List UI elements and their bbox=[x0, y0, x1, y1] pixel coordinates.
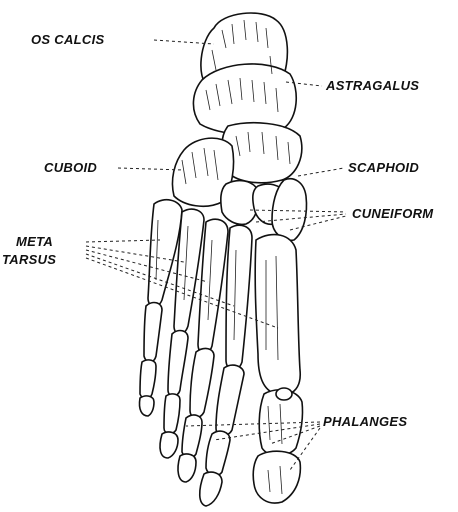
phalanges-label: PHALANGES bbox=[323, 414, 407, 429]
toe-4-phalanx-proximal bbox=[168, 331, 188, 396]
cuneiform-label: CUNEIFORM bbox=[352, 206, 434, 221]
toe-3-phalanx-middle bbox=[182, 415, 202, 458]
toe-3-phalanx-distal bbox=[178, 454, 196, 482]
toe-4-phalanx-distal bbox=[160, 432, 178, 458]
scaphoid-leader bbox=[298, 168, 344, 176]
toe-5-phalanx-distal bbox=[139, 396, 154, 416]
scaphoid-label: SCAPHOID bbox=[348, 160, 419, 175]
metatarsus-label-line2: TARSUS bbox=[2, 252, 56, 267]
metatarsal-2-bone bbox=[226, 225, 252, 370]
metatarsal-1-bone bbox=[255, 235, 300, 395]
toe-4-phalanx-middle bbox=[164, 394, 180, 434]
toe-2-phalanx-middle bbox=[206, 431, 230, 475]
sesamoid-bone bbox=[276, 388, 292, 400]
metatarsus-leader-1 bbox=[86, 240, 160, 242]
toe-2-phalanx-distal bbox=[200, 472, 222, 506]
toe-5-phalanx-middle bbox=[140, 360, 156, 399]
toe-1-phalanx-distal bbox=[253, 451, 300, 503]
toe-5-phalanx-proximal bbox=[144, 303, 162, 362]
metatarsal-3-bone bbox=[198, 219, 228, 354]
cuboid-label: CUBOID bbox=[44, 160, 97, 175]
toe-3-phalanx-proximal bbox=[190, 349, 214, 418]
os-calcis-label: OS CALCIS bbox=[31, 32, 105, 47]
astragalus-label: ASTRAGALUS bbox=[325, 78, 419, 93]
metatarsus-label-line1: META bbox=[16, 234, 53, 249]
